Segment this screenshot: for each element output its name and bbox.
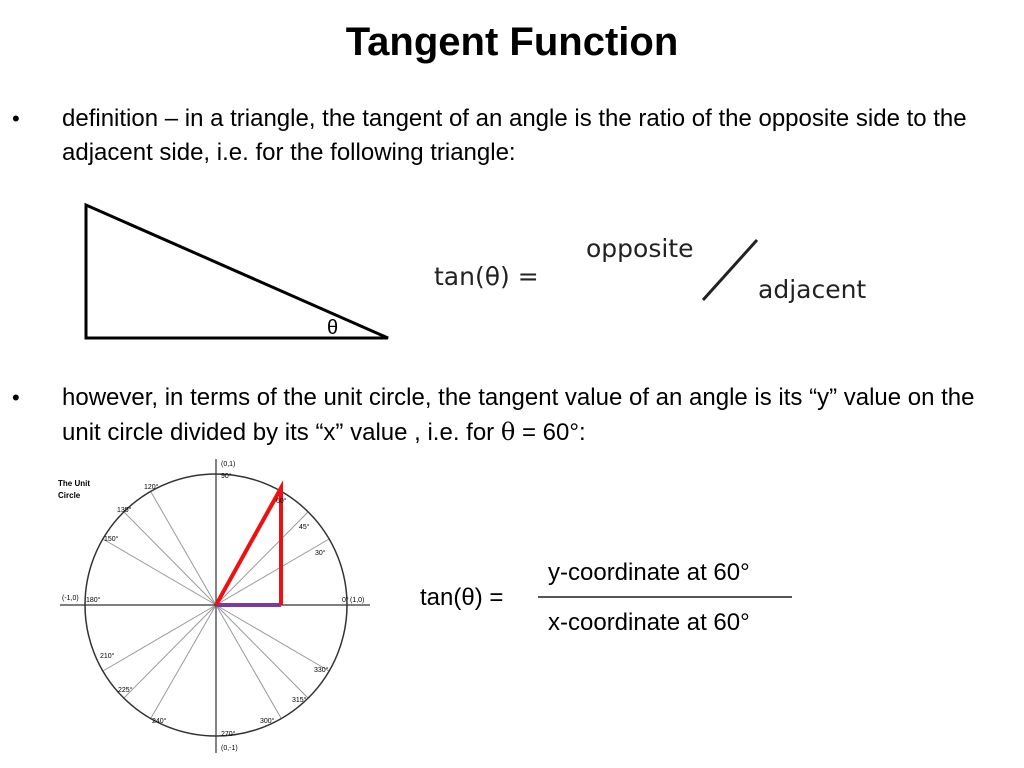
unit-circle-title-line1: The Unit [58,479,90,488]
ratio-formula-numerator: opposite [586,234,694,263]
right-triangle-diagram: θ [84,202,389,340]
unit-circle [84,473,348,737]
bullet-symbol: • [12,385,20,410]
radial-line [123,604,217,699]
radial-line [123,511,217,606]
bullet-text-part2: = 60°: [515,419,586,446]
radial-line [102,538,217,606]
angle-label-150: 150° [104,535,119,543]
angle-label-60: 60° [276,497,287,505]
coordinate-formula-numerator: y-coordinate at 60° [548,559,750,586]
angle-label-120: 120° [144,483,159,491]
bullet-text-part1: however, in terms of the unit circle, th… [62,384,975,446]
angle-label-90: 90° [221,472,232,480]
ratio-formula-denominator: adjacent [758,275,867,304]
coordinate-formula-lhs: tan(θ) = [420,584,503,612]
angle-label-45: 45° [299,523,310,531]
bullet-text: however, in terms of the unit circle, th… [62,381,1007,450]
angle-label-135: 135° [117,506,132,514]
coordinate-label-90: (0,1) [221,461,235,468]
angle-label-270: 270° [221,730,236,738]
angle-label-300: 300° [260,717,275,725]
angle-label-240: 240° [152,717,167,725]
triangle-angle-label: θ [327,317,338,339]
radial-line [215,604,309,699]
slide-title: Tangent Function [345,20,679,64]
ratio-formula-lhs: tan(θ) = [434,262,539,291]
coordinate-formula-lhs-text: tan(θ) = [420,584,504,611]
ratio-slash [701,238,759,302]
coordinate-label-270: (0,-1) [221,745,238,752]
radial-line [102,604,217,672]
unit-circle-title-line2: Circle [58,491,81,500]
radial-line [215,538,330,606]
sixty-degree-triangle [214,480,283,606]
angle-label-330: 330° [314,666,329,674]
coordinate-formula-denominator: x-coordinate at 60° [548,609,750,636]
angle-label-0: 0° [342,596,349,604]
coordinate-label-180: (-1,0) [62,595,79,602]
angle-label-225: 225° [118,686,133,694]
angle-label-315: 315° [292,696,307,704]
triangle-shape [84,202,389,340]
angle-label-30: 30° [315,549,326,557]
bullet-symbol: • [12,106,20,131]
bullet-theta: θ [500,418,516,446]
fraction-bar [538,596,792,598]
angle-label-210: 210° [100,652,115,660]
radial-line [215,511,309,606]
coordinate-label-0: (1,0) [350,597,364,604]
bullet-text: definition – in a triangle, the tangent … [62,105,967,166]
radial-line [215,604,330,672]
unit-circle-diagram: 0° 30° 45° 60° 90° 120° 135° 150° 180° 2… [58,459,370,753]
radial-line [150,604,217,719]
radial-line [150,491,217,606]
angle-label-180: 180° [86,596,101,604]
radial-line [215,604,282,719]
